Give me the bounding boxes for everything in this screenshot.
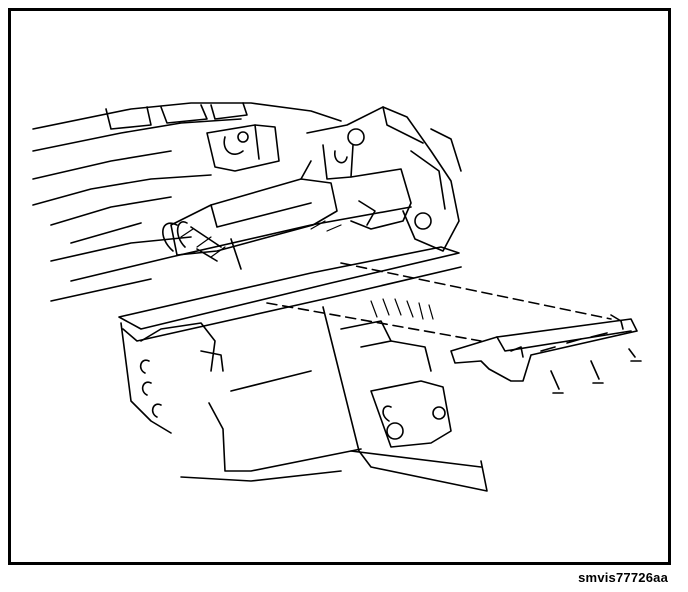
upper-mount-bracket (206, 124, 280, 172)
hatch-shading (180, 220, 434, 320)
exploded-view-drawing (32, 102, 642, 492)
blower-housing (162, 160, 338, 270)
illustration-frame (8, 8, 671, 565)
reinforcement-plate (450, 314, 638, 382)
figure-reference-code: smvis77726aa (578, 570, 668, 585)
explosion-dashed-lines (266, 262, 612, 342)
firewall-bracket (306, 106, 462, 252)
upper-cowl-structure (32, 102, 342, 262)
kick-panel (322, 306, 488, 492)
lower-left-structure (120, 322, 362, 482)
cross-beam (50, 206, 462, 342)
screw-fasteners (550, 348, 642, 394)
